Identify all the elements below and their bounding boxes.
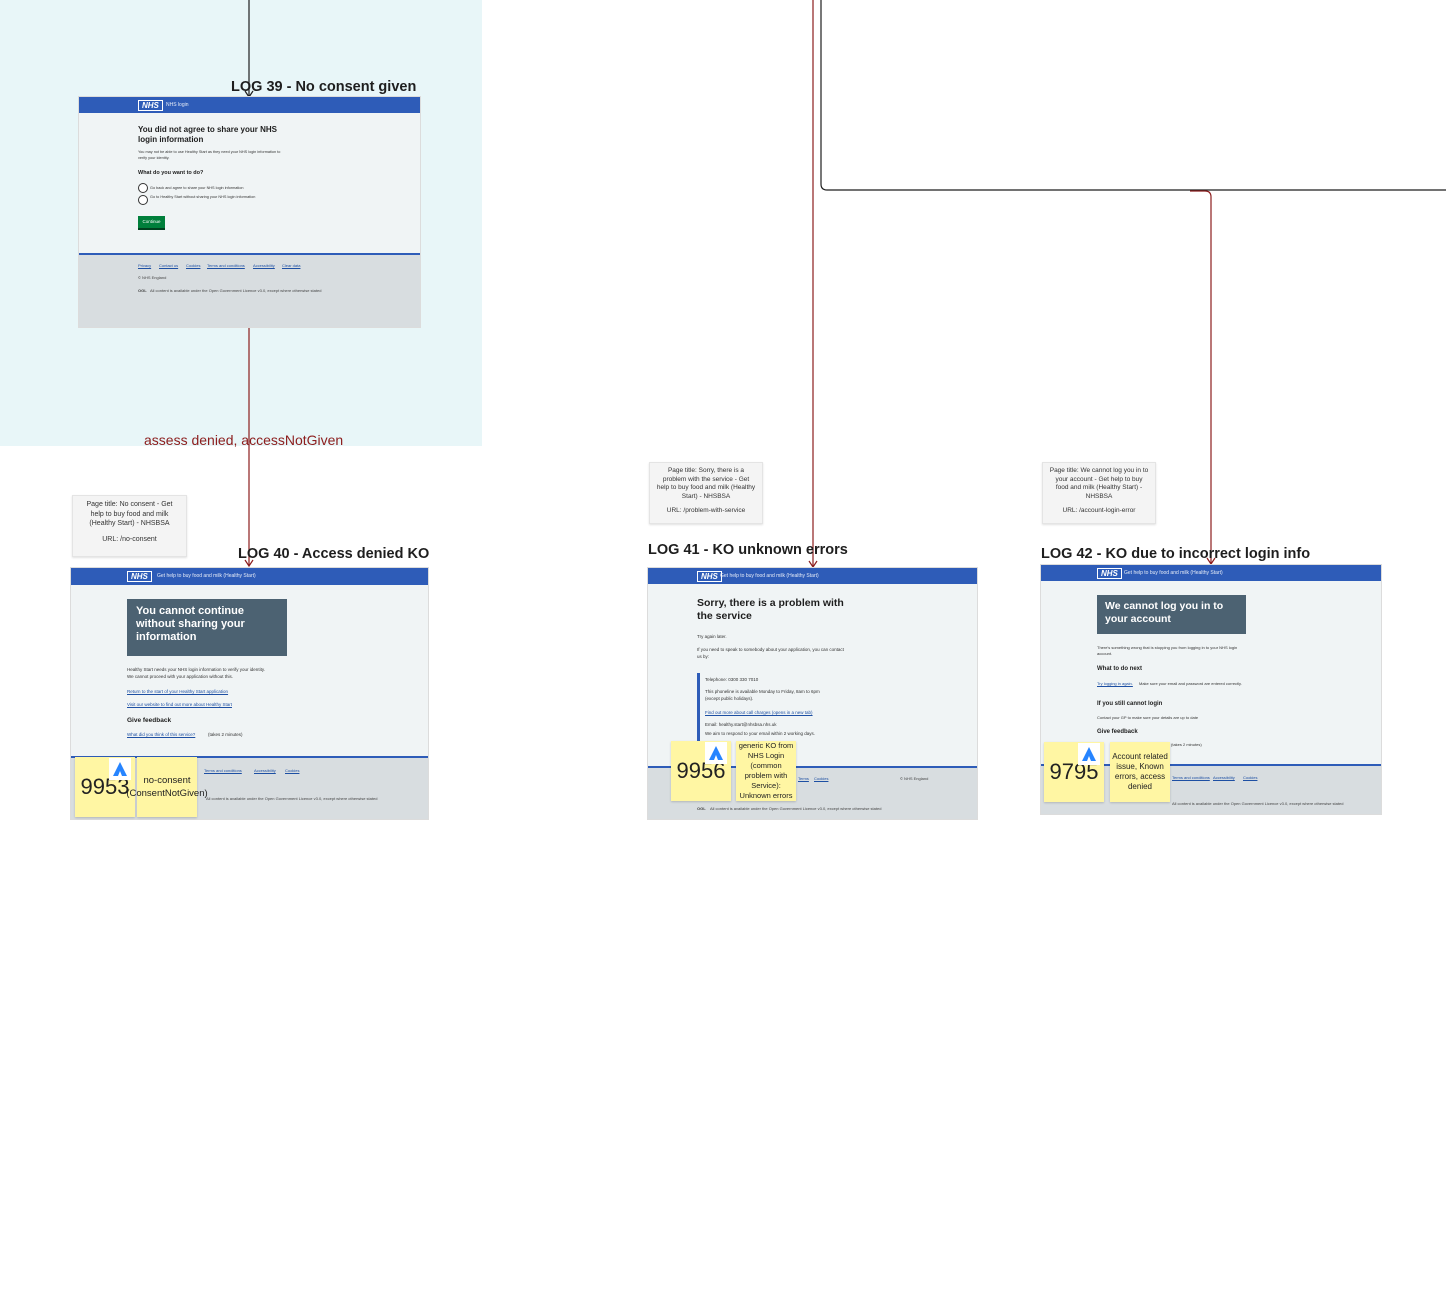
continue-button[interactable]: Continue	[138, 216, 165, 228]
try-logging-in-link[interactable]: Try logging in again.	[1097, 681, 1133, 686]
arrow-head-log40	[244, 559, 254, 568]
footer-link[interactable]: Terms and conditions	[204, 768, 242, 773]
radio-option-agree[interactable]	[138, 183, 148, 193]
sticky-note-account-issue: Account related issue, Known errors, acc…	[1110, 742, 1170, 802]
call-charges-link[interactable]: Find out more about call charges (opens …	[705, 710, 813, 715]
footer-link[interactable]: Terms	[798, 776, 809, 781]
connector-into-log42	[1190, 190, 1212, 563]
radio-option-decline[interactable]	[138, 195, 148, 205]
nhs-logo: NHS	[697, 571, 722, 582]
feedback-heading: Give feedback	[127, 717, 172, 724]
try-again-text: Try again later.	[697, 634, 727, 639]
nhs-header: NHS Get help to buy food and milk (Healt…	[1041, 565, 1381, 581]
feedback-duration: (takes 2 minutes)	[1171, 742, 1202, 747]
edge-label-access-not-given: assess denied, accessNotGiven	[144, 432, 344, 448]
footer-link[interactable]: Terms and conditions	[207, 263, 245, 268]
feedback-heading: Give feedback	[1097, 729, 1138, 735]
page-heading-panel: You cannot continue without sharing your…	[127, 599, 287, 656]
jira-icon	[1078, 743, 1100, 765]
frame-title-log39: LOG 39 - No consent given	[231, 79, 417, 95]
telephone-text: Telephone: 0300 330 7010	[705, 677, 759, 682]
service-name: Get help to buy food and milk (Healthy S…	[157, 573, 256, 579]
copyright-text: © NHS England	[138, 275, 167, 280]
still-cannot-login-heading: If you still cannot login	[1097, 701, 1163, 707]
nhs-logo: NHS	[138, 100, 163, 111]
body-text: There's something wrong that is stopping…	[1097, 645, 1238, 656]
body-text-1: Healthy Start needs your NHS login infor…	[127, 667, 265, 672]
footer-link[interactable]: Cookies	[285, 768, 300, 773]
note-page-title: Page title: Sorry, there is a problem wi…	[656, 467, 756, 500]
connector-black-right	[820, 0, 1446, 191]
footer-link[interactable]: Cookies	[814, 776, 829, 781]
footer-link[interactable]: Cookies	[1243, 775, 1258, 780]
frame-title-log40: LOG 40 - Access denied KO	[238, 546, 430, 562]
page-info-note-log42: Page title: We cannot log you in to your…	[1042, 462, 1156, 524]
radio-label-agree: Go back and agree to share your NHS logi…	[150, 186, 244, 190]
note-page-title: Page title: No consent - Get help to buy…	[86, 501, 173, 527]
page-info-note-log40: Page title: No consent - Get help to buy…	[72, 495, 187, 557]
footer-link[interactable]: Cookies	[186, 263, 201, 268]
sticky-note-unknown-errors: generic KO from NHS Login (common proble…	[736, 741, 796, 801]
licence-text: All content is available under the Open …	[206, 796, 378, 801]
licence-text: All content is available under the Open …	[710, 806, 882, 811]
question-heading: What do you want to do?	[138, 170, 204, 176]
page-info-note-log41: Page title: Sorry, there is a problem wi…	[649, 462, 763, 524]
ogl-logo: OGL	[697, 806, 706, 811]
email-response-text: We aim to respond to your email within 2…	[705, 731, 815, 736]
service-name: NHS login	[166, 102, 189, 108]
footer-link[interactable]: Accessibility	[254, 768, 276, 773]
page-heading: You did not agree to share your NHS logi…	[138, 125, 277, 144]
radio-label-decline: Go to Healthy Start without sharing your…	[150, 195, 256, 199]
nhs-header: NHS Get help to buy food and milk (Healt…	[71, 568, 428, 585]
phone-hours-text: This phoneline is available Monday to Fr…	[705, 689, 820, 701]
healthy-start-website-link[interactable]: Visit our website to find out more about…	[127, 702, 232, 707]
nhs-logo: NHS	[1097, 568, 1122, 579]
frame-title-log42: LOG 42 - KO due to incorrect login info	[1041, 546, 1311, 562]
footer-link[interactable]: Clear data	[282, 263, 301, 268]
note-url: URL: /account-login-error	[1062, 507, 1136, 514]
feedback-link[interactable]: What did you think of this service?	[127, 732, 196, 737]
contact-gp-text: Contact your GP to make sure your detail…	[1097, 715, 1199, 720]
screen-log42: NHS Get help to buy food and milk (Healt…	[1041, 565, 1381, 814]
feedback-duration: (takes 2 minutes)	[208, 732, 243, 737]
contact-intro-text: If you need to speak to somebody about y…	[697, 647, 844, 659]
frame-title-log41: LOG 41 - KO unknown errors	[648, 542, 848, 558]
licence-text: All content is available under the Open …	[1172, 801, 1344, 806]
page-heading-panel: We cannot log you in to your account	[1097, 595, 1246, 634]
copyright-text: © NHS England	[900, 776, 929, 781]
nhs-logo: NHS	[127, 571, 152, 582]
footer-link[interactable]: Contact us	[159, 263, 179, 268]
jira-icon	[109, 758, 131, 780]
footer-link[interactable]: Accessibility	[1213, 775, 1235, 780]
footer-link[interactable]: Terms and conditions	[1172, 775, 1210, 780]
note-page-title: Page title: We cannot log you in to your…	[1049, 467, 1149, 500]
note-url: URL: /no-consent	[102, 535, 157, 543]
ogl-logo: OGL	[138, 288, 147, 293]
nhs-header: NHS Get help to buy food and milk (Healt…	[648, 568, 977, 584]
page-footer: Privacy Contact us Cookies Terms and con…	[79, 253, 420, 327]
footer-link[interactable]: Privacy	[138, 263, 152, 268]
jira-ticket-9956[interactable]: 9956	[671, 741, 731, 801]
service-name: Get help to buy food and milk (Healthy S…	[1124, 570, 1223, 576]
inset-border	[697, 673, 700, 743]
arrow-head-log41	[808, 560, 818, 569]
screen-log39: NHS NHS login You did not agree to share…	[79, 97, 420, 327]
licence-text: All content is available under the Open …	[150, 288, 322, 293]
footer-link[interactable]: Accessibility	[253, 263, 275, 268]
next-steps-text: Make sure your email and password are en…	[1139, 681, 1242, 686]
jira-ticket-9795[interactable]: 9795	[1044, 742, 1104, 802]
nhs-header: NHS NHS login	[79, 97, 420, 113]
email-text: Email: healthy.start@nhsbsa.nhs.uk	[705, 722, 777, 727]
page-heading: Sorry, there is a problem with the servi…	[697, 597, 844, 622]
sticky-note-no-consent: no-consent (ConsentNotGiven)	[126, 757, 208, 817]
service-name: Get help to buy food and milk (Healthy S…	[720, 573, 819, 579]
note-url: URL: /problem-with-service	[666, 507, 746, 514]
return-to-start-link[interactable]: Return to the start of your Healthy Star…	[127, 689, 229, 694]
intro-text: You may not be able to use Healthy Start…	[138, 150, 281, 160]
jira-icon	[705, 742, 727, 764]
arrow-head-log42	[1206, 557, 1216, 566]
body-text-2: We cannot proceed with your application …	[127, 674, 233, 679]
next-steps-heading: What to do next	[1097, 666, 1142, 672]
